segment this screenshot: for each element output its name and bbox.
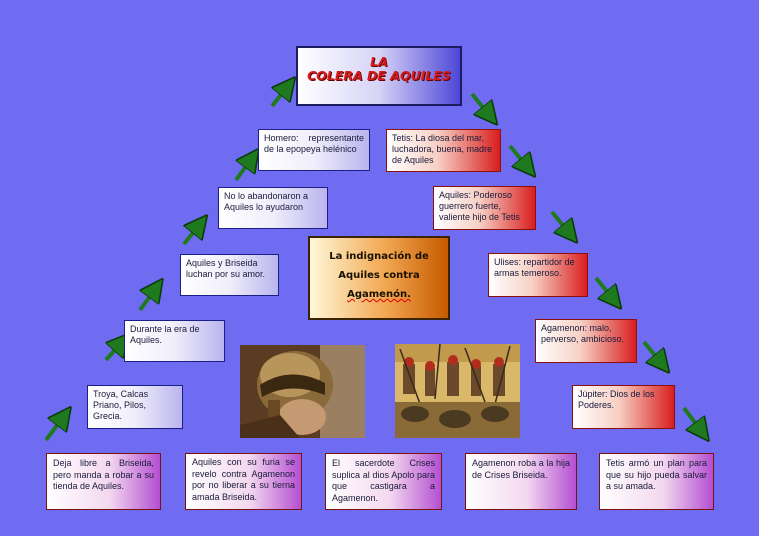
title-line-1: LA [370,54,388,69]
arrow-left-1 [44,416,64,442]
bottom-box-3: El sacerdote Crises suplica al dios Apol… [325,453,442,510]
arrow-left-3 [138,288,156,312]
left-box-lugares: Troya, Calcas Priano, Pilos, Grecia. [87,385,183,429]
left-box-apoyo: No lo abandonaron a Aquiles lo ayudaron [218,187,328,229]
left-box-briseida: Aquiles y Briseida luchan por su amor. [180,254,279,296]
battle-illustration [395,344,520,438]
arrow-right-3 [550,210,570,234]
center-line-3: Agamenón. [347,289,411,300]
bottom-box-4: Agamenon roba a la hija de Crises Brisei… [465,453,577,510]
title-line-2: COLERA DE AQUILES [307,68,451,83]
diagram-title: LA COLERA DE AQUILES [296,46,462,106]
arrow-left-2 [104,342,122,362]
arrow-left-5 [234,158,252,182]
left-box-era: Durante la era de Aquiles. [124,320,225,362]
arrow-right-6 [682,406,702,432]
right-box-agamenon: Agamenon: malo, perverso, ambicioso. [535,319,637,363]
arrow-right-4 [594,276,614,300]
warrior-helmet-image [240,345,365,438]
right-box-tetis: Tetis: La diosa del mar, luchadora, buen… [386,129,501,172]
arrow-right-5 [642,340,662,364]
arrow-right-2 [508,144,528,168]
bottom-box-1: Deja libre a Briseida, pero manda a roba… [46,453,161,510]
left-box-homero: Homero: representante de la epopeya helé… [258,129,370,171]
right-box-jupiter: Júpiter: Dios de los Poderes. [572,385,675,429]
central-theme-box: La indignación de Aquiles contra Agamenó… [308,236,450,320]
battle-scene-image [395,344,520,438]
bottom-box-5: Tetis armó un plan para que su hijo pued… [599,453,714,510]
helmet-illustration [240,345,365,438]
center-line-2: Aquiles contra [338,270,420,281]
bottom-box-2: Aquiles con su furia se revelo contra Ag… [185,453,302,510]
arrow-left-4 [182,224,200,246]
arrow-left-6 [270,86,288,108]
right-box-aquiles: Aquiles: Poderoso guerrero fuerte, valie… [433,186,536,230]
center-line-1: La indignación de [329,251,429,262]
right-box-ulises: Ulises: repartidor de armas temeroso. [488,253,588,297]
arrow-right-1 [470,92,490,116]
